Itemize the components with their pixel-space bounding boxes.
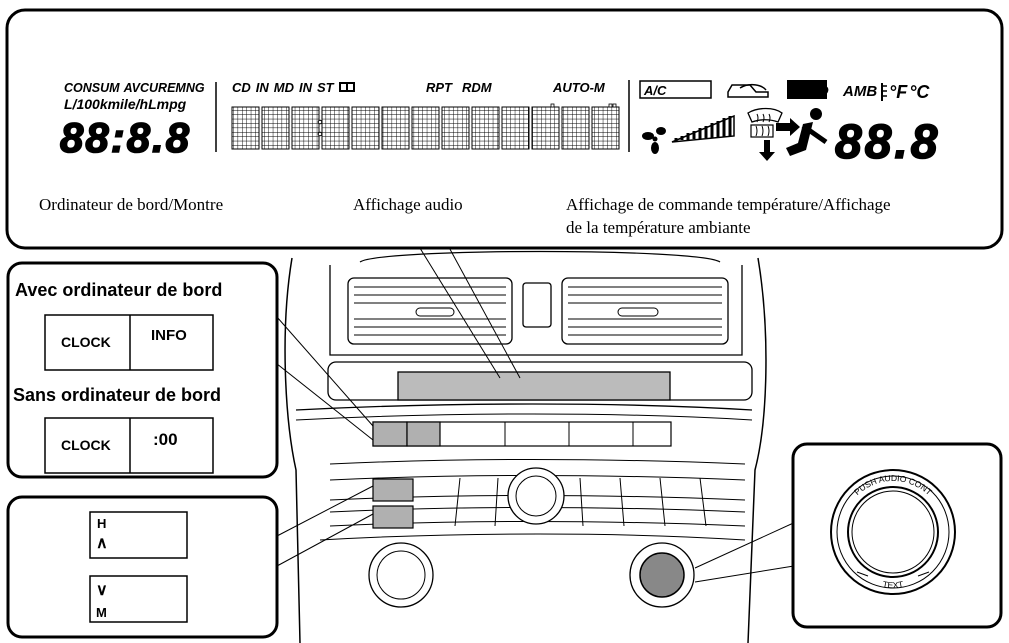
climate-caption-line2: de la température ambiante	[566, 218, 751, 237]
up-chevron-icon: ∧	[96, 535, 108, 552]
emng-label: EMNG	[167, 81, 205, 95]
in-label: IN	[256, 80, 270, 95]
svg-text:°F°C: °F°C	[889, 82, 930, 102]
rpt-label: RPT	[426, 80, 453, 95]
fahrenheit-label: °F	[889, 82, 908, 102]
trip-digits: 88:8.8	[60, 114, 191, 161]
clock-button-label: CLOCK	[61, 334, 111, 350]
car-recirculation-icon	[727, 83, 769, 98]
fan-speed-bar-icon	[671, 114, 735, 143]
svg-text:TEXT: TEXT	[882, 579, 904, 590]
climate-caption-line1: Affichage de commande température/Affich…	[566, 195, 891, 214]
in2-label: IN	[299, 80, 313, 95]
h-label: H	[97, 516, 106, 531]
airflow-mode-icon	[759, 108, 828, 161]
top-button-row	[372, 421, 672, 447]
rdm-label: RDM	[462, 80, 493, 95]
l-label: L	[148, 96, 157, 112]
m-button[interactable]	[372, 505, 414, 529]
amb-label: AMB	[842, 83, 877, 100]
trip-caption: Ordinateur de bord/Montre	[39, 195, 223, 214]
leader-lines	[261, 239, 801, 583]
climate-display: A/C AUTO AMB °F°C	[628, 80, 940, 170]
info-button[interactable]	[406, 421, 441, 447]
dashboard-console	[284, 250, 767, 643]
windshield-defrost-icon	[747, 107, 783, 123]
m-label: M	[96, 605, 107, 620]
l100-label: L/100	[64, 96, 100, 112]
hazard-button[interactable]	[522, 282, 552, 328]
st-label: ST	[317, 80, 335, 95]
text-label: TEXT	[882, 579, 904, 590]
hm-callout: H ∧ ∨ M	[6, 495, 279, 639]
ile-label: ile	[120, 96, 136, 112]
info-button-label: INFO	[151, 327, 187, 344]
av-label: AV	[123, 81, 142, 95]
dot-matrix-segments	[231, 106, 620, 150]
cd-label: CD	[232, 80, 251, 95]
ac-indicator	[639, 80, 712, 99]
down-chevron-icon: ∨	[96, 582, 108, 599]
temperature-digits: 88.8	[835, 116, 940, 169]
center-display-window	[397, 371, 671, 401]
thermometer-icon	[881, 83, 887, 101]
per-hour-label: /h	[135, 96, 148, 112]
auto-m-label: AUTO-M	[552, 80, 606, 95]
h-button[interactable]	[372, 478, 414, 502]
cur-label: CUR	[140, 81, 167, 95]
svg-text:A/C: A/C	[643, 83, 667, 98]
audio-knob-callout: PUSH AUDIO CONT TEXT	[791, 442, 1003, 629]
audio-caption: Affichage audio	[353, 195, 463, 214]
audio-display: CD IN MD IN ST RPT RDM AUTO-M	[231, 80, 620, 150]
clock-button-label-2: CLOCK	[61, 437, 111, 453]
with-computer-heading: Avec ordinateur de bord	[15, 280, 222, 300]
svg-text:L/100kmile/hLmpg: L/100kmile/hLmpg	[64, 96, 187, 112]
mpg-label: mpg	[157, 96, 187, 112]
left-air-vent	[347, 277, 513, 345]
celsius-label: °C	[909, 82, 930, 102]
zero-button-label: :00	[153, 430, 178, 449]
without-computer-heading: Sans ordinateur de bord	[13, 385, 221, 405]
clock-button[interactable]	[372, 421, 408, 447]
dolby-icon	[339, 82, 355, 92]
clock-info-callout: Avec ordinateur de bord CLOCK INFO Sans …	[6, 261, 279, 479]
auto-badge	[787, 80, 827, 99]
fan-icon	[642, 127, 666, 154]
km-label: km	[100, 96, 120, 112]
right-air-vent	[561, 277, 729, 345]
svg-text:AUTO: AUTO	[791, 83, 829, 98]
consum-label: CONSUM	[64, 81, 120, 95]
md-label: MD	[274, 80, 295, 95]
rear-defrost-icon	[750, 124, 774, 138]
